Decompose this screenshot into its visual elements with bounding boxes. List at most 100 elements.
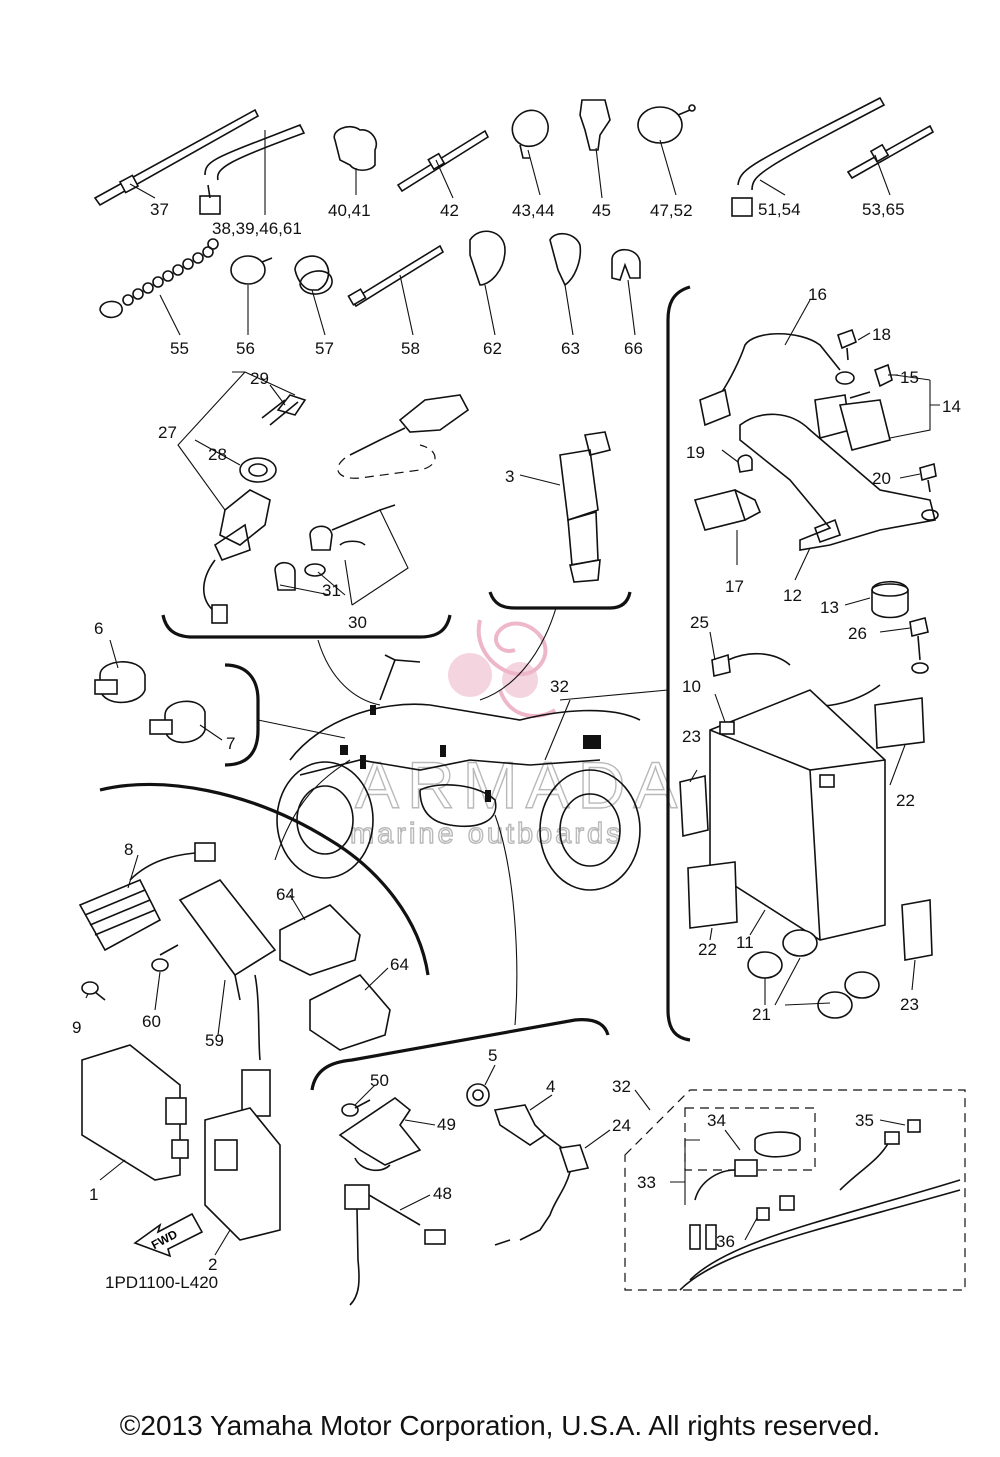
part-60-bolt bbox=[151, 944, 179, 972]
part-59-unit bbox=[178, 878, 277, 1117]
part-64-connector bbox=[279, 904, 391, 1051]
callout-48: 48 bbox=[433, 1184, 452, 1203]
callout-23a: 23 bbox=[682, 727, 701, 746]
callout-20: 20 bbox=[872, 469, 891, 488]
callout-55: 55 bbox=[170, 339, 189, 358]
callout-56: 56 bbox=[236, 339, 255, 358]
callout-37: 37 bbox=[150, 200, 169, 219]
callout-50: 50 bbox=[370, 1071, 389, 1090]
part-26-bolt bbox=[909, 617, 929, 674]
callout-26: 26 bbox=[848, 624, 867, 643]
part-25-lead-wire bbox=[711, 652, 881, 708]
callout-2: 2 bbox=[208, 1255, 217, 1274]
bracket-battery-group bbox=[666, 285, 691, 1042]
callout-labels: 37 38,39,46,61 40,41 42 43,44 45 47,52 5… bbox=[72, 200, 961, 1292]
callout-32a: 32 bbox=[550, 677, 569, 696]
callout-31: 31 bbox=[322, 581, 341, 600]
part-17-relay bbox=[693, 489, 762, 531]
part-5-gasket bbox=[466, 1083, 490, 1107]
callout-51: 51,54 bbox=[758, 200, 801, 219]
part-21-damper bbox=[747, 929, 880, 1019]
bracket-rectifier-group bbox=[99, 782, 430, 976]
callout-60: 60 bbox=[142, 1012, 161, 1031]
part-53-cable-tie bbox=[846, 124, 935, 180]
callout-29: 29 bbox=[250, 369, 269, 388]
callout-62: 62 bbox=[483, 339, 502, 358]
callout-38: 38,39,46,61 bbox=[212, 219, 302, 238]
callout-21: 21 bbox=[752, 1005, 771, 1024]
part-29-key bbox=[261, 270, 333, 426]
group-leaders bbox=[257, 607, 669, 1026]
part-27-main-switch bbox=[203, 489, 271, 624]
callout-47: 47,52 bbox=[650, 201, 693, 220]
callout-63: 63 bbox=[561, 339, 580, 358]
part-57-clamp bbox=[294, 255, 330, 291]
callout-40: 40,41 bbox=[328, 201, 371, 220]
callout-11: 11 bbox=[736, 933, 754, 952]
callout-35: 35 bbox=[855, 1111, 874, 1130]
callout-19: 19 bbox=[686, 443, 705, 462]
callout-45: 45 bbox=[592, 201, 611, 220]
part-16-lead-wire bbox=[699, 332, 855, 427]
part-31-cap bbox=[274, 561, 326, 591]
bracket-switch-group bbox=[161, 614, 452, 639]
bracket-sensor-group bbox=[224, 663, 260, 767]
callout-12: 12 bbox=[783, 586, 802, 605]
part-4-temp-sensor bbox=[493, 1104, 566, 1151]
part-3-ignition-coil bbox=[559, 431, 611, 583]
callout-49: 49 bbox=[437, 1115, 456, 1134]
part-43-clamp bbox=[511, 109, 549, 159]
callout-1: 1 bbox=[89, 1185, 98, 1204]
harness-inset bbox=[624, 1089, 966, 1291]
callout-23b: 23 bbox=[900, 995, 919, 1014]
part-23-pad bbox=[679, 774, 933, 961]
callout-64b: 64 bbox=[390, 955, 409, 974]
callout-7: 7 bbox=[226, 734, 235, 753]
part-8-rectifier bbox=[78, 842, 216, 952]
part-7-sensor bbox=[149, 700, 206, 744]
copyright-footer: ©2013 Yamaha Motor Corporation, U.S.A. A… bbox=[119, 1410, 881, 1441]
bracket-coil-group bbox=[488, 591, 632, 610]
bracket-sensor-lower-group bbox=[310, 1018, 610, 1091]
part-24-lead bbox=[494, 1144, 590, 1246]
callout-42: 42 bbox=[440, 201, 459, 220]
callout-59: 59 bbox=[205, 1031, 224, 1050]
part-58-cable-tie bbox=[347, 244, 445, 308]
part-9-bolt bbox=[81, 981, 106, 1001]
part-50-bolt bbox=[341, 1099, 371, 1117]
callout-53: 53,65 bbox=[862, 200, 905, 219]
callout-13: 13 bbox=[820, 598, 839, 617]
callout-16: 16 bbox=[808, 285, 827, 304]
part-63-clamp bbox=[549, 232, 582, 287]
callout-8: 8 bbox=[124, 840, 133, 859]
part-55-bead-tie bbox=[99, 238, 219, 319]
part-66-clamp bbox=[611, 248, 641, 281]
callout-58: 58 bbox=[401, 339, 420, 358]
callout-25: 25 bbox=[690, 613, 709, 632]
callout-10: 10 bbox=[682, 677, 701, 696]
watermark-logo bbox=[448, 619, 557, 718]
callout-27: 27 bbox=[158, 423, 177, 442]
fwd-arrow-icon bbox=[133, 1212, 204, 1258]
part-14-starter-relay bbox=[814, 391, 891, 451]
watermark-tagline: marine outboards bbox=[350, 818, 624, 850]
callout-34: 34 bbox=[707, 1111, 726, 1130]
callout-32b: 32 bbox=[612, 1077, 631, 1096]
callout-64a: 64 bbox=[276, 885, 295, 904]
part-12-bracket bbox=[739, 413, 936, 551]
part-47-band bbox=[637, 104, 696, 144]
part-30-lead-wire bbox=[309, 394, 470, 551]
diagram-code: 1PD1100-L420 bbox=[105, 1273, 218, 1292]
atv-illustration bbox=[276, 654, 641, 891]
callout-66: 66 bbox=[624, 339, 643, 358]
part-11-battery bbox=[709, 689, 886, 941]
part-20-bolt bbox=[919, 462, 939, 521]
callout-9: 9 bbox=[72, 1018, 81, 1037]
callout-33: 33 bbox=[637, 1173, 656, 1192]
watermark-brand: ARMADA bbox=[355, 748, 685, 822]
part-49-bracket bbox=[338, 1097, 422, 1172]
callout-57: 57 bbox=[315, 339, 334, 358]
callout-15: 15 bbox=[900, 368, 919, 387]
part-18-bolt bbox=[837, 328, 857, 361]
